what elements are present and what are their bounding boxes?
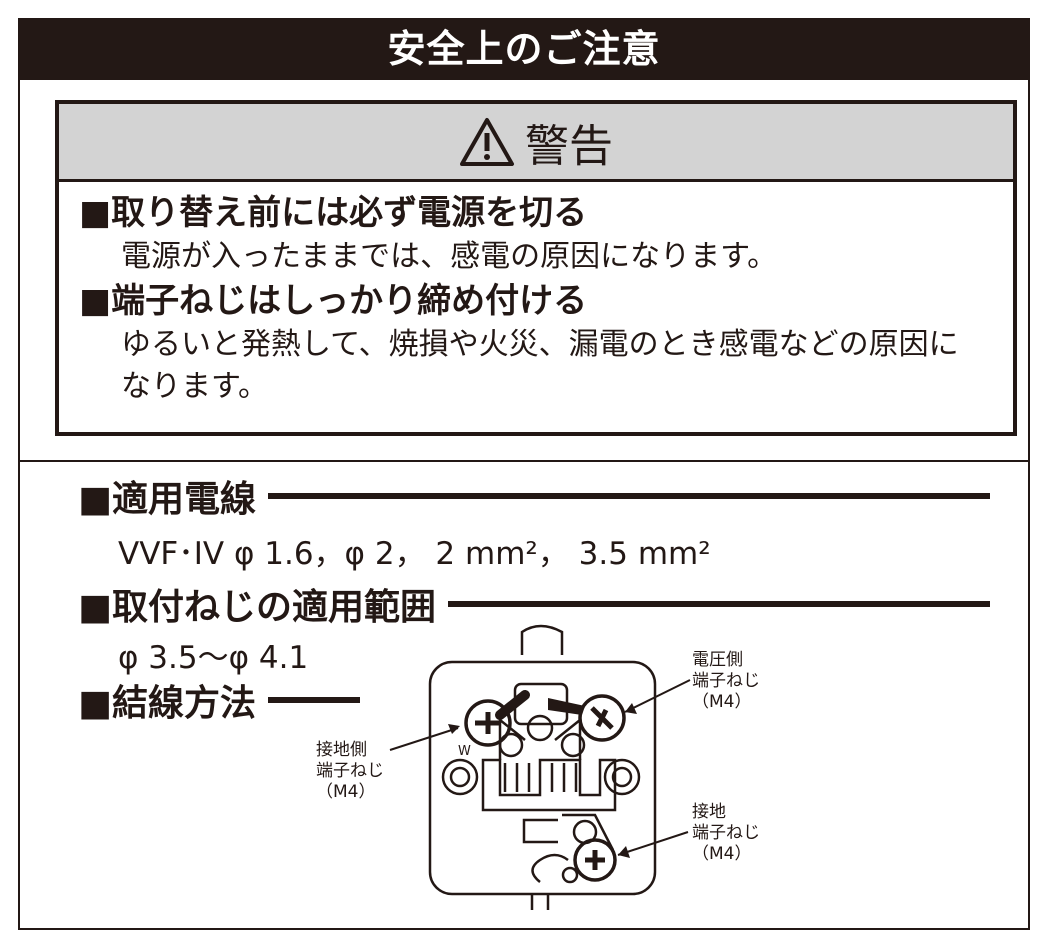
label-line: 端子ねじ — [692, 823, 760, 843]
screw-value: φ 3.5〜φ 4.1 — [118, 640, 309, 676]
warning-item-heading: ■取り替え前には必ず電源を切る — [79, 193, 588, 233]
label-earth-screw: 接地 端子ねじ （M4） — [692, 802, 760, 865]
outlet-wiring-diagram: W — [389, 624, 691, 910]
label-line: （M4） — [692, 692, 752, 712]
wire-value: VVF･IV φ 1.6，φ 2， 2 mm²， 3.5 mm² — [118, 536, 711, 572]
label-voltage-screw: 電圧側 端子ねじ （M4） — [692, 650, 760, 713]
section-wire-heading: ■適用電線 — [78, 470, 990, 522]
section-heading: ■適用電線 — [78, 479, 257, 520]
page-frame — [18, 18, 1030, 930]
warning-item-text: ゆるいと発熱して、焼損や火災、漏電のとき感電などの原因になります。 — [121, 327, 959, 404]
label-line: （M4） — [692, 844, 752, 864]
label-line: 電圧側 — [692, 650, 743, 670]
divider — [18, 460, 1030, 462]
warning-triangle-icon — [460, 117, 514, 166]
w-mark: W — [458, 744, 471, 759]
section-heading: ■結線方法 — [78, 683, 257, 724]
page-title: 安全上のご注意 — [18, 18, 1030, 80]
heading-rule — [268, 697, 361, 703]
warning-heading: 警告 — [525, 120, 613, 172]
label-line: 接地 — [692, 802, 726, 822]
label-line: 端子ねじ — [692, 671, 760, 691]
warning-item-heading: ■端子ねじはしっかり締め付ける — [79, 281, 588, 321]
label-line: 端子ねじ — [316, 761, 384, 781]
label-line: 接地側 — [316, 740, 367, 760]
label-ground-side-screw: 接地側 端子ねじ （M4） — [316, 740, 384, 803]
section-heading: ■取付ねじの適用範囲 — [78, 587, 437, 628]
section-wiring-heading: ■結線方法 — [78, 674, 361, 726]
label-line: （M4） — [316, 782, 376, 802]
heading-rule — [448, 601, 990, 607]
warning-header: 警告 — [59, 104, 1013, 182]
heading-rule — [268, 493, 990, 499]
section-screw-heading: ■取付ねじの適用範囲 — [78, 578, 990, 630]
warning-item-text: 電源が入ったままでは、感電の原因になります。 — [121, 239, 778, 274]
warning-box: 警告 ■取り替え前には必ず電源を切る 電源が入ったままでは、感電の原因になります… — [55, 100, 1017, 436]
